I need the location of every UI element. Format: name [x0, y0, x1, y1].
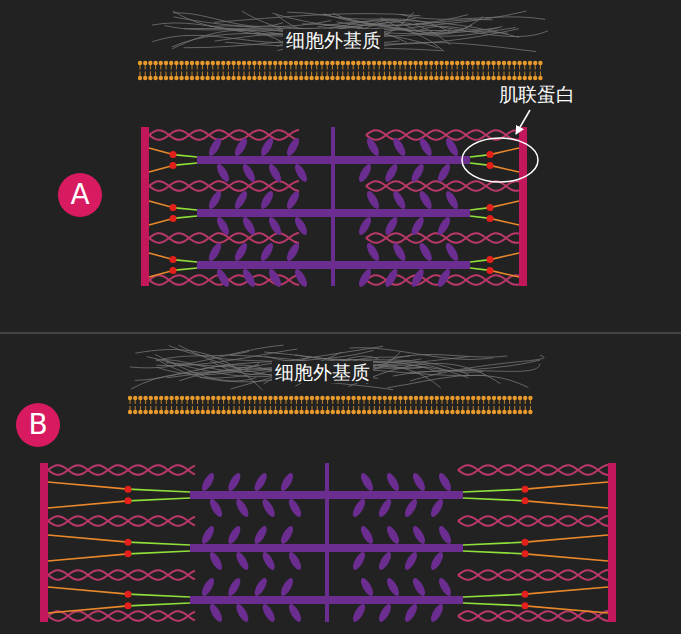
cell-membrane: [138, 61, 543, 80]
m-line: [325, 463, 329, 622]
ecm-fibers: [152, 11, 548, 52]
panel-badge: B: [16, 403, 60, 447]
cell-membrane: [128, 396, 533, 414]
callout-ellipse: [462, 138, 538, 182]
panel-badge: A: [58, 173, 102, 217]
panel-letter: B: [28, 411, 47, 439]
titin-label: 肌联蛋白: [496, 83, 578, 106]
sarcomere: [40, 463, 616, 624]
m-line: [331, 127, 335, 286]
z-disc: [608, 463, 616, 622]
ecm-fibers: [130, 345, 544, 390]
ecm-label: 细胞外基质: [272, 361, 373, 384]
z-disc: [40, 463, 48, 622]
z-disc: [519, 127, 527, 286]
sarcomere: [141, 127, 527, 289]
panel-divider: [0, 333, 681, 334]
z-disc: [141, 127, 149, 286]
leader-arrow: [516, 110, 530, 134]
ecm-label: 细胞外基质: [283, 29, 384, 52]
panel-letter: A: [70, 181, 89, 209]
